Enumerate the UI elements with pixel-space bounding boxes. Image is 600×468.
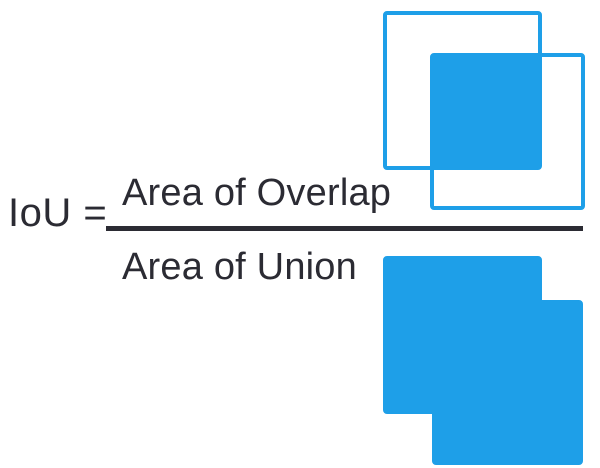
overlap-box-a-outline xyxy=(383,11,542,170)
union-fill-shape xyxy=(383,256,583,465)
fraction-bar xyxy=(106,226,583,231)
fraction-denominator: Area of Union xyxy=(122,246,357,288)
overlap-box-b-outline xyxy=(430,53,585,210)
iou-fraction: Area of Overlap Area of Union xyxy=(106,168,583,296)
fraction-numerator: Area of Overlap xyxy=(122,172,392,214)
overlap-fill-rect xyxy=(432,55,540,168)
overlap-diagram xyxy=(375,5,593,217)
iou-label: IoU = xyxy=(8,191,108,235)
union-diagram xyxy=(375,248,593,468)
